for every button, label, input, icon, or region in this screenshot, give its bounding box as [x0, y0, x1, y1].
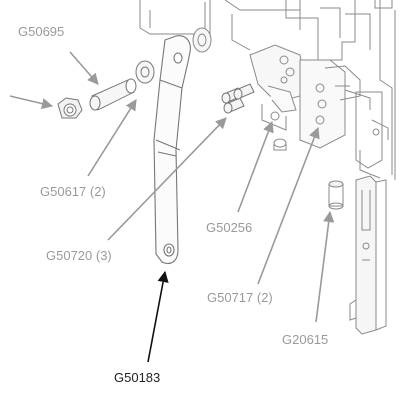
- leader-g50717: [257, 126, 320, 285]
- bracket-plate: [249, 44, 306, 151]
- leader-g50256: [237, 120, 274, 213]
- leader-g50720: [107, 117, 227, 241]
- label-g50717: G50717 (2): [207, 290, 273, 305]
- leader-g50617: [87, 99, 137, 177]
- cylinder-spacer: [328, 180, 344, 210]
- label-g50183: G50183: [114, 370, 160, 385]
- label-g50617: G50617 (2): [40, 184, 106, 199]
- link-arm-g50183: [153, 35, 191, 265]
- frame-assembly: [139, 0, 393, 61]
- leader-g20615: [315, 210, 335, 323]
- leader-lines: [9, 51, 335, 323]
- bushing-g50617: [89, 78, 137, 111]
- leader-g50183: [147, 270, 169, 363]
- screws-g50720: [221, 83, 255, 114]
- leader-g50695: [69, 51, 99, 85]
- washer-small: [135, 60, 155, 84]
- slotted-rail: [349, 175, 387, 335]
- label-g50720: G50720 (3): [46, 248, 112, 263]
- label-g50256: G50256: [206, 220, 252, 235]
- leader-nut: [9, 95, 54, 110]
- label-g50695: G50695: [18, 24, 64, 39]
- mounting-block: [299, 0, 396, 180]
- hex-nut-g50695: [57, 97, 83, 119]
- washer-large: [192, 27, 212, 53]
- label-g20615: G20615: [282, 332, 328, 347]
